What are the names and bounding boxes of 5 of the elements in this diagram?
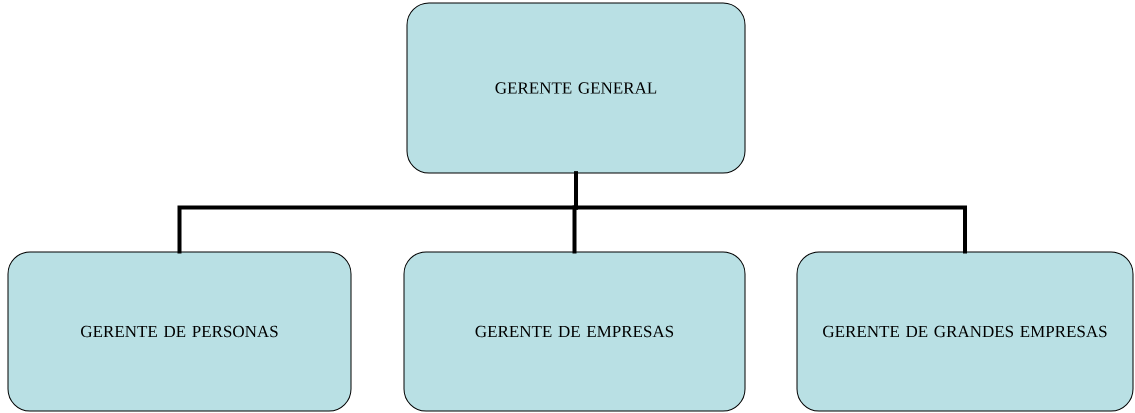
org-box: GERENTE GENERAL	[406, 2, 746, 174]
connector-line	[574, 171, 967, 254]
org-box: GERENTE DE PERSONAS	[7, 251, 352, 412]
org-box: GERENTE DE EMPRESAS	[403, 251, 746, 412]
org-box: GERENTE DE GRANDES EMPRESAS	[796, 251, 1134, 412]
